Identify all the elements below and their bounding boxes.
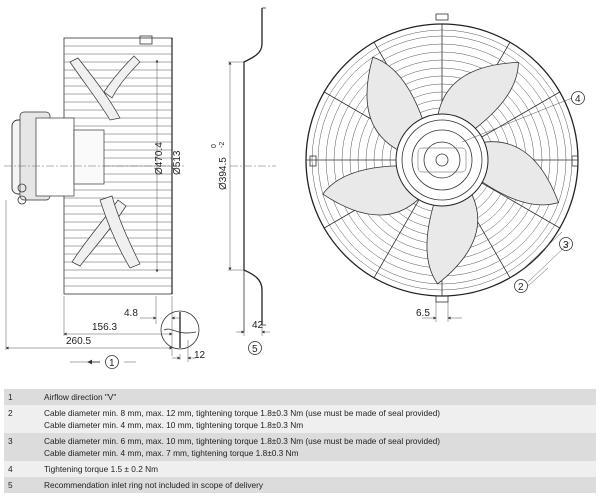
- impeller-blade: [481, 141, 560, 206]
- callout-3: 3: [563, 240, 569, 251]
- legend-row: 3 Cable diameter min. 6 mm, max. 10 mm, t…: [4, 433, 596, 461]
- impeller-blade: [366, 56, 423, 151]
- front-view: 6.5 4 3 2: [305, 13, 585, 322]
- guard-spoke: [481, 182, 560, 229]
- legend-line: Cable diameter min. 8 mm, max. 12 mm, ti…: [44, 408, 441, 418]
- side-view: Ø470.4 Ø513 4.8 156.3 260.5 12: [4, 35, 206, 369]
- motor-body: [11, 111, 105, 205]
- dim-d-inner: Ø470.4: [154, 142, 165, 175]
- impeller-blades-side: [69, 55, 141, 269]
- impeller-blade: [322, 165, 419, 216]
- legend-number: 4: [4, 461, 40, 477]
- legend-text: Airflow direction "V": [40, 389, 596, 405]
- dim-4-8: 4.8: [124, 308, 138, 319]
- callout-4: 4: [575, 94, 581, 105]
- dim-260-5: 260.5: [66, 336, 91, 347]
- legend-line: Cable diameter min. 4 mm, max. 10 mm, ti…: [44, 420, 304, 430]
- detail-circle: 12: [160, 310, 206, 362]
- legend-row: 2 Cable diameter min. 8 mm, max. 12 mm, t…: [4, 405, 596, 433]
- dim-d-ring: Ø394.5: [218, 157, 229, 190]
- dim-d-outer: Ø513: [172, 150, 183, 175]
- airflow-callout: 1: [70, 355, 136, 369]
- dim-6-5: 6.5: [416, 308, 430, 319]
- legend-line: Tightening torque 1.5 ± 0.2 Nm: [44, 464, 159, 474]
- dim-42: 42: [252, 320, 264, 331]
- legend-line: Recommendation inlet ring not included i…: [44, 480, 264, 490]
- guard-spoke: [373, 199, 420, 278]
- legend-number: 5: [4, 477, 40, 493]
- inlet-ring-view: Ø394.5 0 -2 42 5: [211, 7, 276, 355]
- legend-line: Cable diameter min. 6 mm, max. 10 mm, ti…: [44, 436, 441, 446]
- legend-text: Tightening torque 1.5 ± 0.2 Nm: [40, 461, 596, 477]
- legend-row: 4 Tightening torque 1.5 ± 0.2 Nm: [4, 461, 596, 477]
- dim-ring-tol-upper: 0: [211, 144, 218, 148]
- callout-5: 5: [252, 344, 258, 355]
- hub: [395, 113, 489, 207]
- legend-number: 2: [4, 405, 40, 433]
- impeller-blades-front: [322, 56, 560, 285]
- callout-1: 1: [109, 358, 115, 369]
- mounting-tabs: [309, 13, 579, 303]
- technical-drawing: Ø470.4 Ø513 4.8 156.3 260.5 12: [4, 7, 585, 369]
- impeller-blade: [437, 61, 519, 129]
- legend-line: Airflow direction "V": [44, 392, 117, 402]
- legend-row: 5 Recommendation inlet ring not included …: [4, 477, 596, 493]
- legend-text: Recommendation inlet ring not included i…: [40, 477, 596, 493]
- legend-line: Cable diameter min. 4 mm, max. 7 mm, tig…: [44, 448, 299, 458]
- dim-12: 12: [194, 350, 206, 361]
- dim-ring-tol-lower: -2: [219, 142, 226, 148]
- legend-number: 3: [4, 433, 40, 461]
- legend-text: Cable diameter min. 8 mm, max. 12 mm, ti…: [40, 405, 596, 433]
- dim-156-3: 156.3: [92, 322, 117, 333]
- legend-row: 1 Airflow direction "V": [4, 389, 596, 405]
- guard-spoke: [481, 91, 560, 138]
- legend-number: 1: [4, 389, 40, 405]
- impeller-blade: [426, 194, 479, 285]
- callout-2: 2: [518, 282, 524, 293]
- legend-text: Cable diameter min. 6 mm, max. 10 mm, ti…: [40, 433, 596, 461]
